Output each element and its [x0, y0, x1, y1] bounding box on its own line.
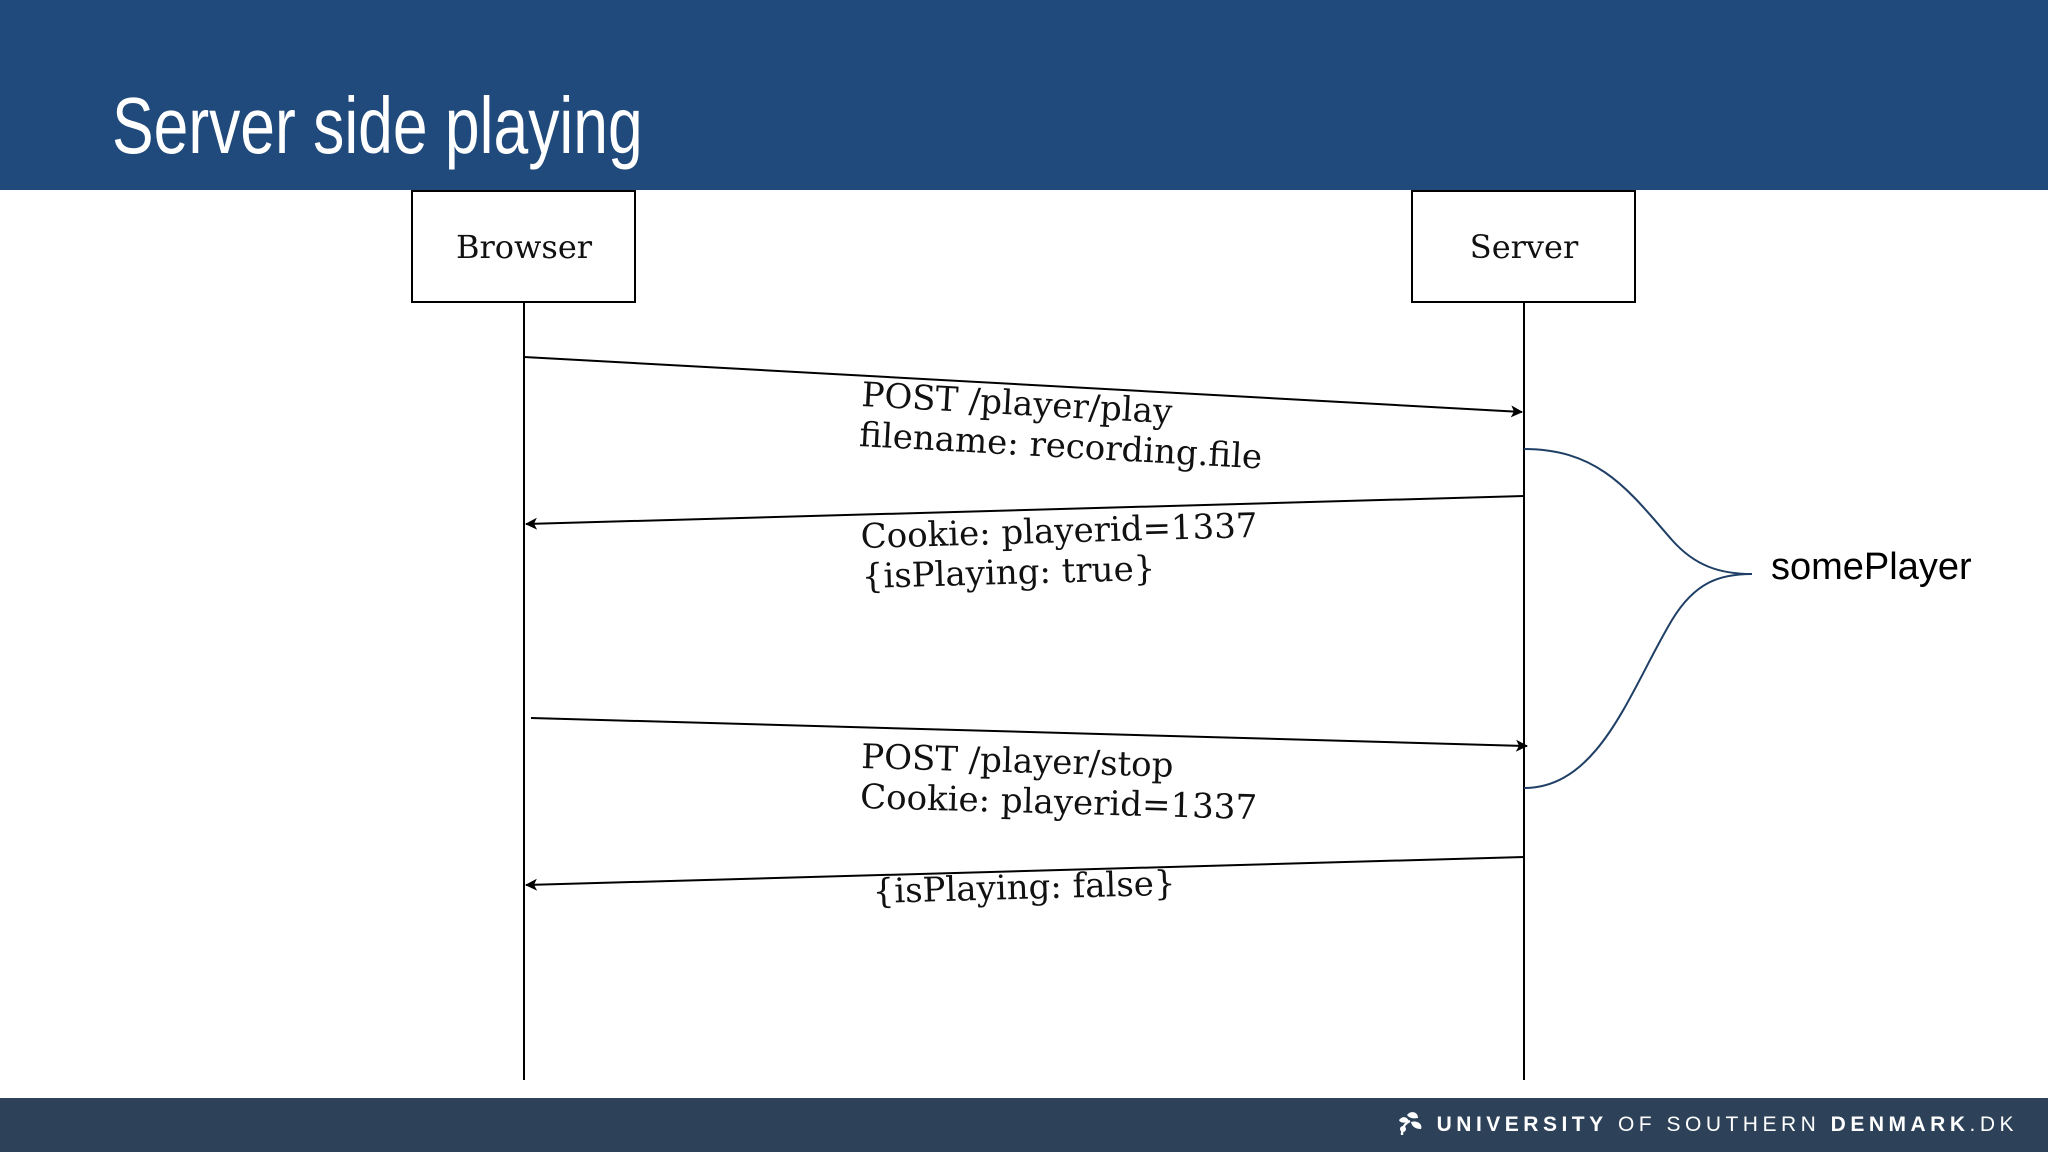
svg-text:{isPlaying: false}: {isPlaying: false}	[872, 864, 1176, 912]
sdu-logo: UNIVERSITY OF SOUTHERN DENMARK.DK	[1393, 1098, 2018, 1152]
title-bar: Server side playing	[0, 0, 2048, 190]
sdu-word-denmark: DENMARK	[1830, 1113, 1970, 1136]
message-stop-request: POST /player/stop Cookie: playerid=1337	[530, 717, 1528, 828]
sdu-word-dk: .DK	[1969, 1113, 2018, 1136]
message-stop-request-line-2: Cookie: playerid=1337	[860, 777, 1258, 828]
message-stop-response-line-1: {isPlaying: false}	[872, 864, 1176, 912]
sdu-leaf-icon	[1398, 1112, 1422, 1136]
svg-text:POST /player/stop Cookie: POST /player/stop Cookie: playerid=1337	[860, 737, 1259, 828]
actor-server: Server	[1411, 190, 1636, 303]
svg-text:POST /player/play filena: POST /player/play filename: recording.fi…	[858, 375, 1265, 477]
slide-title: Server side playing	[112, 81, 643, 170]
message-play-response-line-2: {isPlaying: true}	[861, 549, 1156, 597]
message-play-request: POST /player/play filename: recording.fi…	[523, 356, 1523, 477]
actor-browser-label: Browser	[456, 228, 593, 266]
some-player-brace	[1523, 448, 1753, 789]
actor-browser: Browser	[411, 190, 636, 303]
message-stop-request-line-1: POST /player/stop	[861, 737, 1174, 786]
message-stop-response: {isPlaying: false}	[525, 856, 1525, 912]
svg-text:Cookie: playerid=1337 {i: Cookie: playerid=1337 {isPlaying: true}	[860, 506, 1270, 597]
actor-server-label: Server	[1470, 228, 1579, 266]
message-play-response: Cookie: playerid=1337 {isPlaying: true}	[525, 495, 1525, 597]
sdu-word-of-southern: OF SOUTHERN	[1607, 1113, 1831, 1136]
sdu-wordmark: UNIVERSITY OF SOUTHERN DENMARK.DK	[1437, 1113, 2018, 1137]
footer-bar: UNIVERSITY OF SOUTHERN DENMARK.DK	[0, 1098, 2048, 1152]
sdu-word-university: UNIVERSITY	[1436, 1113, 1608, 1136]
some-player-label: somePlayer	[1771, 546, 1972, 588]
